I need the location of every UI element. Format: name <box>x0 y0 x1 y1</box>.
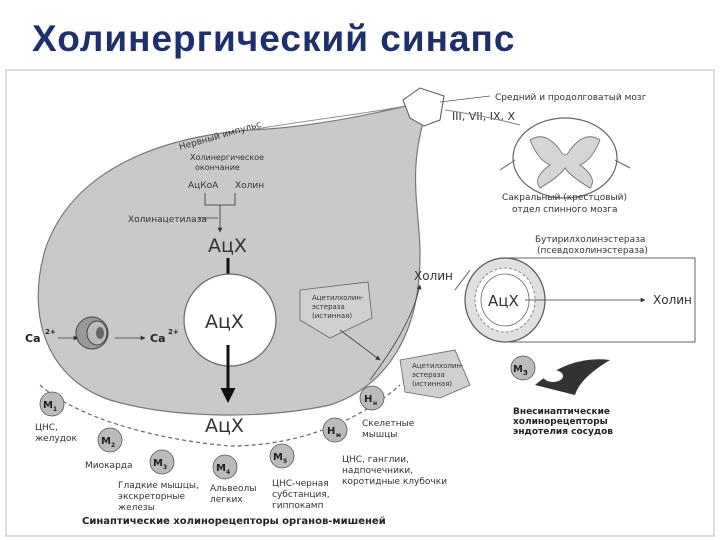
receptor-hm: H м <box>322 417 348 443</box>
skeletal-2: мышцы <box>362 430 397 440</box>
cns-stomach-1: ЦНС, <box>35 423 58 433</box>
labels-receptors-2-sub: 3 <box>163 464 167 471</box>
spinal-cord <box>499 117 631 199</box>
cns-stomach-2: желудок <box>35 434 77 444</box>
receptor-hn: H н <box>359 385 385 411</box>
ganglia-1: ЦНС, ганглии, <box>342 455 409 465</box>
receptor-m1: M 1 <box>39 391 65 417</box>
extrasynaptic-2: холинорецепторы <box>513 417 608 427</box>
extrasynaptic-1: Внесинаптические <box>513 407 610 417</box>
acetyl-coa-label: АцКоА <box>188 181 219 191</box>
vessel-pointer <box>454 269 471 291</box>
page-title: Холинергический синапс <box>32 18 516 59</box>
labels-receptors-5-label: H <box>327 426 335 437</box>
labels-receptors-4-sub: 5 <box>283 458 287 465</box>
ganglia-2: надпочечники, <box>342 466 413 476</box>
fibre <box>444 109 521 126</box>
myocardium-label: Миокарда <box>85 461 133 471</box>
endothelium-receptor <box>510 355 610 395</box>
ache-label-2: эстераза <box>312 303 345 311</box>
alveoli-1: Альвеолы <box>210 484 256 494</box>
smooth-3: железы <box>118 503 155 513</box>
cholinergic-ending-1: Холинергическое <box>190 153 264 162</box>
ach-top-label: АцХ <box>208 235 247 257</box>
m3-vessel-label: M <box>513 364 523 375</box>
ach-cleft-label: АцХ <box>205 415 244 437</box>
ache-label-1: Ацетилхолин- <box>312 294 364 302</box>
labels-receptors-6-label: H <box>364 394 372 405</box>
ache2-label-2: эстераза <box>412 371 445 379</box>
vessel-ach-label: АцХ <box>488 292 519 310</box>
ganglia-3: коротидные клубочки <box>342 477 447 487</box>
labels-receptors-3-label: M <box>216 463 226 474</box>
ache-arrow <box>339 329 381 361</box>
caption: Синаптические холинорецепторы органов-ми… <box>82 516 386 527</box>
labels-receptors-0-sub: 1 <box>53 406 57 413</box>
extrasynaptic-3: эндотелия сосудов <box>513 427 613 437</box>
labels-receptors-0-label: M <box>43 400 53 411</box>
ache-label-3: (истинная) <box>312 312 352 320</box>
labels-receptors-4-label: M <box>273 452 283 463</box>
postsynaptic-membrane <box>39 384 401 447</box>
synaptic-vesicle <box>183 273 277 367</box>
bche-label-1: Бутирилхолинэстераза <box>535 235 645 245</box>
sacral-label-1: Сакральный (крестцовый) <box>502 193 627 203</box>
ca-left-label: Ca <box>25 332 41 345</box>
receptor-m4: M 4 <box>212 454 238 480</box>
neuron-cell <box>402 87 445 127</box>
labels-receptors-1-label: M <box>101 436 111 447</box>
choline-top-label: Холин <box>235 181 264 191</box>
cns-black-3: гиппокамп <box>272 501 324 511</box>
calcium-channel <box>75 316 109 350</box>
receptor-m3: M 3 <box>149 449 175 475</box>
labels-receptors-1-sub: 2 <box>111 442 115 449</box>
ache-polygon-2 <box>399 349 471 399</box>
m3-vessel-sub: 3 <box>523 369 528 377</box>
alveoli-2: легких <box>210 495 243 505</box>
figure-frame <box>5 69 715 537</box>
brain-label: Средний и продолговатый мозг <box>495 93 647 103</box>
receptor-m2: M 2 <box>97 427 123 453</box>
bche-label-2: (псевдохолинэстераза) <box>537 246 648 256</box>
receptor-m5: M 5 <box>269 443 295 469</box>
choline-return-arrow <box>369 284 422 381</box>
sacral-label-2: отдел спинного мозга <box>512 205 618 215</box>
ca-right-sup: 2+ <box>168 328 179 336</box>
ache2-label-3: (истинная) <box>412 380 452 388</box>
choline-return-label: Холин <box>414 269 453 283</box>
cns-black-2: субстанция, <box>272 490 330 500</box>
brain-pointer <box>439 95 491 103</box>
choline-acetylase-label: Холинацетилаза <box>128 215 207 225</box>
ca-right-label: Ca <box>150 332 166 345</box>
cholinergic-ending-2: окончание <box>195 163 240 172</box>
nerve-ending <box>37 99 431 416</box>
labels-receptors-6-sub: н <box>373 400 377 407</box>
ache2-label-1: Ацетилхолин- <box>412 362 464 370</box>
vessel-choline-label: Холин <box>653 293 692 307</box>
ach-vesicle-label: АцХ <box>205 311 244 333</box>
smooth-2: экскреторные <box>118 492 185 502</box>
labels-receptors-2-label: M <box>153 458 163 469</box>
skeletal-1: Скелетные <box>362 419 415 429</box>
ca-left-sup: 2+ <box>45 328 56 336</box>
labels-receptors-3-sub: 4 <box>226 469 230 476</box>
labels-receptors-5-sub: м <box>336 432 341 439</box>
cns-black-1: ЦНС-черная <box>272 479 329 489</box>
ache-polygon-1 <box>299 281 373 339</box>
smooth-1: Гладкие мышцы, <box>118 481 199 491</box>
